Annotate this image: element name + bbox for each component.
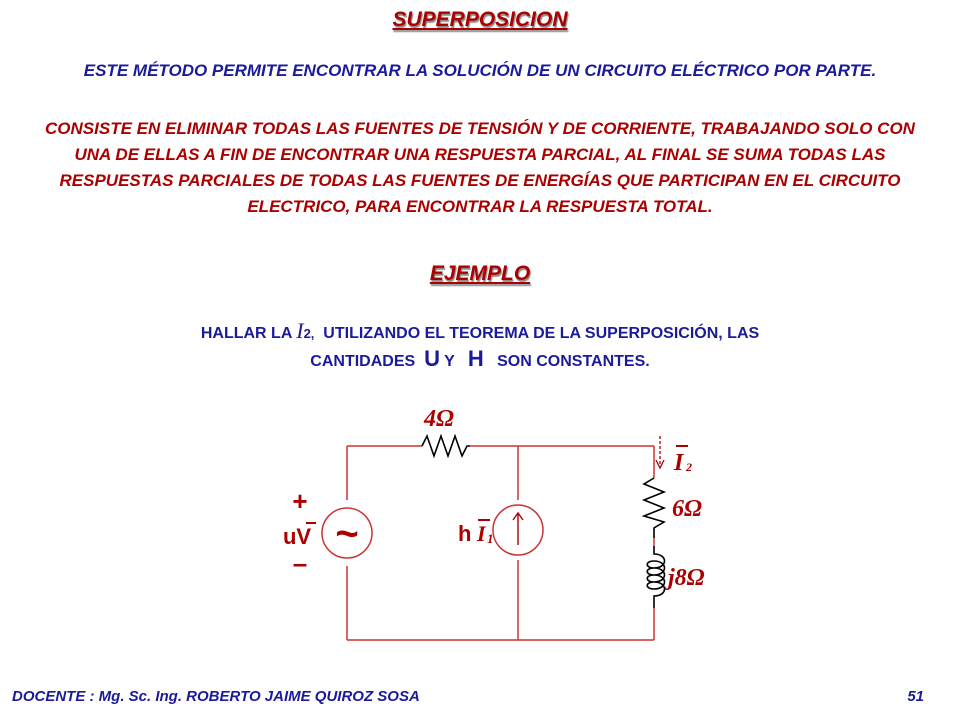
- current-source-icon: [492, 504, 544, 556]
- branch-current-label: I: [673, 450, 685, 476]
- problem-line2-prefix: CANTIDADES: [310, 353, 416, 370]
- intro-paragraph: ESTE MÉTODO PERMITE ENCONTRAR LA SOLUCIÓ…: [83, 61, 877, 80]
- problem-conj: Y: [444, 353, 455, 370]
- problem-middle: UTILIZANDO EL TEOREMA DE LA SUPERPOSICIÓ…: [323, 325, 760, 342]
- inductor-label: j8Ω: [664, 565, 705, 591]
- resistor-top-label: 4Ω: [423, 406, 454, 432]
- slide-title: SUPERPOSICION: [392, 8, 568, 31]
- page-number: 51: [907, 688, 924, 705]
- current-source-h: h: [458, 521, 471, 546]
- branch-current-sub: 2: [685, 460, 692, 474]
- voltage-plus: +: [292, 486, 307, 516]
- voltage-label: uV: [283, 524, 311, 549]
- problem-prefix: HALLAR LA: [200, 325, 292, 342]
- current-source-sub: 1: [487, 531, 494, 546]
- problem-line2-suffix: SON CONSTANTES.: [497, 353, 650, 370]
- ac-symbol: ~: [335, 512, 358, 556]
- voltage-minus: –: [293, 548, 307, 578]
- inductor-icon: [646, 546, 666, 608]
- problem-variable-sub: 2,: [303, 326, 315, 341]
- quantity-u: U: [424, 346, 440, 371]
- problem-variable: I: [296, 318, 304, 343]
- resistor-6ohm-icon: [641, 477, 667, 538]
- quantity-h: H: [467, 346, 484, 371]
- problem-line-2: CANTIDADES U Y H SON CONSTANTES.: [40, 346, 920, 372]
- resistor-right-label: 6Ω: [672, 496, 702, 522]
- current-source-i: I: [476, 521, 487, 546]
- problem-line-1: HALLAR LA I2, UTILIZANDO EL TEOREMA DE L…: [40, 318, 920, 344]
- description-paragraph: CONSISTE EN ELIMINAR TODAS LAS FUENTES D…: [45, 119, 915, 216]
- example-title: EJEMPLO: [429, 262, 531, 285]
- resistor-4ohm-icon: [421, 433, 470, 459]
- circuit-wires: [346, 445, 655, 641]
- footer-author: DOCENTE : Mg. Sc. Ing. ROBERTO JAIME QUI…: [12, 688, 420, 705]
- ac-voltage-source-icon: [321, 507, 373, 559]
